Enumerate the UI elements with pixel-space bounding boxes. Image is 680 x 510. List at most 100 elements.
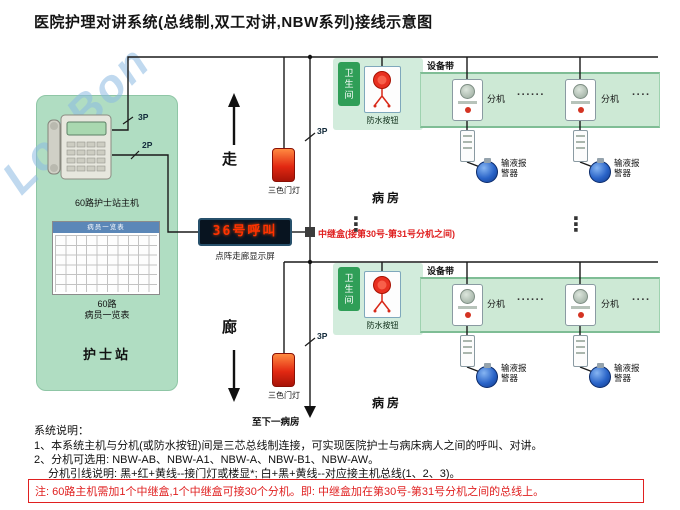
connector-slit	[576, 340, 585, 342]
patient-list-label-line1: 60路	[97, 299, 117, 309]
ward-section-1: 卫生间 防水按钮 设备带 分机 ······ 分机 ····	[0, 55, 680, 265]
corridor-led-display: 36号呼叫	[198, 218, 292, 246]
display-slot	[458, 306, 477, 309]
led-text: 36号呼叫	[212, 224, 278, 239]
extension-unit	[565, 79, 596, 121]
corridor-label-upper: 走	[222, 151, 238, 168]
infusion-alarm-label: 输液报警器	[614, 158, 640, 179]
call-button	[464, 312, 471, 318]
ward-room-label: 病房	[372, 191, 403, 205]
patient-list-grid	[55, 235, 157, 292]
equipment-band-label: 设备带	[427, 61, 455, 71]
system-note-3: 分机引线说明: 黑+红+黄线--接门灯或楼显*; 白+黑+黄线--对应接主机总线…	[48, 468, 461, 480]
more-extensions-dots: ······	[517, 89, 545, 101]
patient-list-header: 病员一览表	[53, 222, 159, 233]
waterproof-button-unit	[364, 271, 401, 318]
waterproof-button-label: 防水按钮	[366, 116, 399, 125]
system-note-1: 1、本系统主机与分机(或防水按钮)间是三芯总线制连接，可实现医院护士与病床病人之…	[34, 440, 543, 452]
bathroom-sign: 卫生间	[338, 62, 360, 106]
led-display-caption: 点阵走廊显示屏	[215, 251, 275, 261]
extension-label: 分机	[487, 299, 506, 309]
extension-unit	[452, 79, 483, 121]
infusion-alarm-label: 输液报警器	[501, 363, 527, 384]
waterproof-button-icon	[373, 71, 391, 108]
speaker-grille	[573, 289, 588, 304]
connector-slit	[576, 135, 585, 137]
extension-unit	[452, 284, 483, 326]
display-slot	[571, 101, 590, 104]
wire-label-2p: 2P	[142, 140, 153, 150]
equipment-band-label: 设备带	[427, 266, 455, 276]
tricolor-door-light	[272, 148, 295, 182]
infusion-alarm-device	[589, 158, 611, 183]
extension-label: 分机	[487, 94, 506, 104]
more-extensions-dots: ······	[517, 294, 545, 306]
speaker-grille	[460, 84, 475, 99]
speaker-grille	[573, 84, 588, 99]
bus-wire-label: 3P	[317, 331, 328, 341]
infusion-alarm-label: 输液报警器	[614, 363, 640, 384]
nurse-station-label: 护士站	[82, 347, 131, 362]
wire-count-ticks	[122, 116, 316, 347]
display-slot	[571, 306, 590, 309]
system-note-2: 2、分机可选用: NBW-AB、NBW-A1、NBW-A、NBW-B1、NBW-…	[34, 454, 380, 466]
patient-list-board: 病员一览表	[52, 221, 160, 295]
call-button	[464, 107, 471, 113]
connector-slit	[576, 352, 585, 354]
infusion-alarm-label: 输液报警器	[501, 158, 527, 179]
connector-slit	[463, 147, 472, 149]
connector-slit	[463, 340, 472, 342]
arrow-up-icon	[228, 93, 240, 107]
connector-slit	[463, 141, 472, 143]
connector-slit	[576, 346, 585, 348]
door-light-label: 三色门灯	[268, 186, 300, 195]
infusion-alarm-device	[476, 363, 498, 388]
infusion-alarm-device	[476, 158, 498, 183]
display-slot	[458, 101, 477, 104]
ward-section-2: 卫生间 防水按钮 设备带 分机 ······ 分机 ····	[0, 260, 680, 470]
page-title: 医院护理对讲系统(总线制,双工对讲,NBW系列)接线示意图	[34, 14, 433, 31]
more-extensions-dots: ····	[632, 294, 651, 306]
keypad	[66, 141, 106, 172]
more-extensions-dots: ····	[632, 89, 651, 101]
connector-slit	[463, 346, 472, 348]
patient-list-label-line2: 病员一览表	[84, 310, 130, 320]
relay-box-label: 中继盒(接第30号-第31号分机之间)	[318, 229, 456, 239]
bed-connector	[573, 130, 588, 162]
arrow-down-icon	[228, 388, 240, 402]
bed-connector	[460, 335, 475, 367]
connector-slit	[576, 141, 585, 143]
bus-wire-label: 3P	[317, 126, 328, 136]
ward-room-label: 病房	[372, 396, 403, 410]
warning-note: 注: 60路主机需加1个中继盒,1个中继盒可接30个分机。即: 中继盒加在第30…	[28, 479, 644, 503]
extension-label: 分机	[601, 299, 620, 309]
bed-connector	[573, 335, 588, 367]
bathroom-sign: 卫生间	[338, 267, 360, 311]
system-notes-heading: 系统说明：	[34, 425, 89, 437]
relay-box	[305, 227, 315, 237]
patient-list-label: 60路 病员一览表	[36, 299, 178, 321]
continuation-dots: ⋮	[566, 214, 586, 236]
call-button	[577, 312, 584, 318]
host-phone-illustration	[47, 114, 112, 180]
corridor-label-lower: 廊	[222, 319, 238, 336]
waterproof-button-unit	[364, 66, 401, 113]
host-label: 60路护士站主机	[74, 198, 139, 208]
bus-arrow-icon	[304, 406, 316, 418]
call-button	[577, 107, 584, 113]
to-next-ward-label: 至下一病房	[252, 417, 300, 428]
connector-slit	[463, 135, 472, 137]
speaker-grille	[460, 289, 475, 304]
waterproof-button-icon	[373, 276, 391, 313]
extension-unit	[565, 284, 596, 326]
infusion-alarm-device	[589, 363, 611, 388]
extension-label: 分机	[601, 94, 620, 104]
bed-connector	[460, 130, 475, 162]
door-light-label: 三色门灯	[268, 391, 300, 400]
tricolor-door-light	[272, 353, 295, 387]
waterproof-button-label: 防水按钮	[366, 321, 399, 330]
wire-label-3p: 3P	[138, 112, 149, 122]
connector-slit	[576, 147, 585, 149]
continuation-dots: ⋮	[346, 214, 366, 236]
